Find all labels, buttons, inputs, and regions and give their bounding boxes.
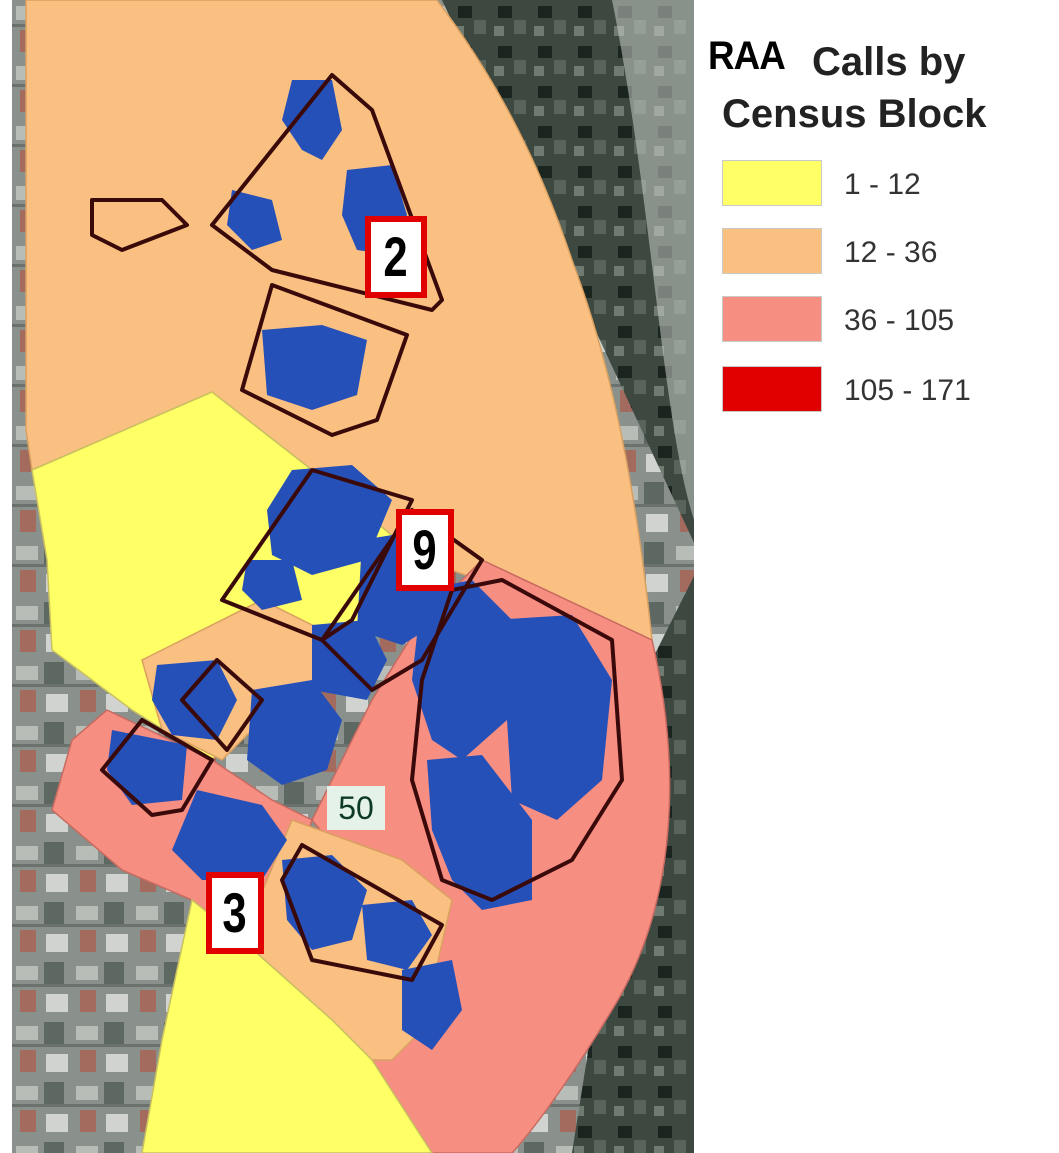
legend-swatch bbox=[722, 160, 822, 206]
street-label: 50 bbox=[327, 786, 385, 830]
census-block-north-12-36[interactable] bbox=[25, 0, 653, 642]
legend-label: 36 - 105 bbox=[844, 304, 955, 337]
map-canvas bbox=[12, 0, 694, 1153]
buildings-layer bbox=[107, 80, 612, 1050]
legend-label: 1 - 12 bbox=[844, 168, 921, 201]
block-count-badge-3[interactable]: 3 bbox=[206, 872, 264, 954]
legend-title-prefix: RAA bbox=[708, 34, 786, 78]
road-strip-imagery bbox=[612, 0, 694, 520]
block-count-badge-9[interactable]: 9 bbox=[396, 509, 454, 591]
census-block-map[interactable] bbox=[12, 0, 694, 1153]
block-count-badge-2[interactable]: 2 bbox=[365, 216, 427, 298]
block-count-value: 2 bbox=[383, 225, 409, 288]
legend-label: 12 - 36 bbox=[844, 236, 938, 269]
block-outlines bbox=[90, 73, 624, 982]
legend-swatch bbox=[722, 296, 822, 342]
legend-swatch bbox=[722, 228, 822, 274]
legend-title-line1: Calls by bbox=[812, 40, 966, 84]
block-count-value: 3 bbox=[222, 881, 248, 944]
legend-label: 105 - 171 bbox=[844, 374, 971, 407]
legend-swatch bbox=[722, 366, 822, 412]
block-count-value: 9 bbox=[412, 518, 438, 581]
legend-title-line2: Census Block bbox=[722, 92, 987, 136]
legend-title: Calls by Census Block bbox=[722, 36, 987, 140]
